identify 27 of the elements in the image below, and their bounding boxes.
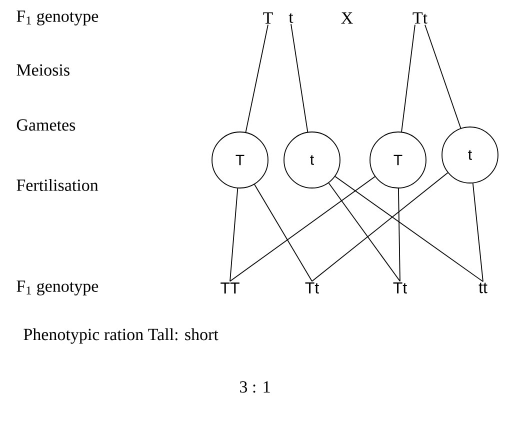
connector-line [230,176,376,282]
genotype-text: TT [220,282,240,294]
genotype-text: tt [478,282,488,294]
connector-line [424,24,462,129]
row-label: Fertilisation [16,179,98,191]
connector-line [312,172,448,282]
connector-line [398,188,400,282]
row-label: Phenotypic ration Tall: short [24,328,218,344]
connector-line [230,188,238,282]
connector-line [334,176,484,282]
cross-sign: X [341,12,353,24]
row-label: Gametes [16,119,76,131]
connector-line [290,24,308,132]
connector-line [472,182,484,282]
ratio-text: 3 : 1 [240,381,270,393]
genotype-text: Tt [305,282,319,294]
allele-text: Tt [412,12,428,24]
connector-line [328,182,400,282]
connector-line [401,24,416,132]
row-label: F$_{1}$ genotype [16,10,98,26]
genotype-text: Tt [393,282,407,294]
row-label: F$_{1}$ genotype [16,280,98,296]
connector-line [254,184,312,282]
row-label: Meiosis [16,64,70,76]
allele-text: T [263,12,273,24]
connector-line [245,24,268,133]
allele-text: t [288,13,294,23]
